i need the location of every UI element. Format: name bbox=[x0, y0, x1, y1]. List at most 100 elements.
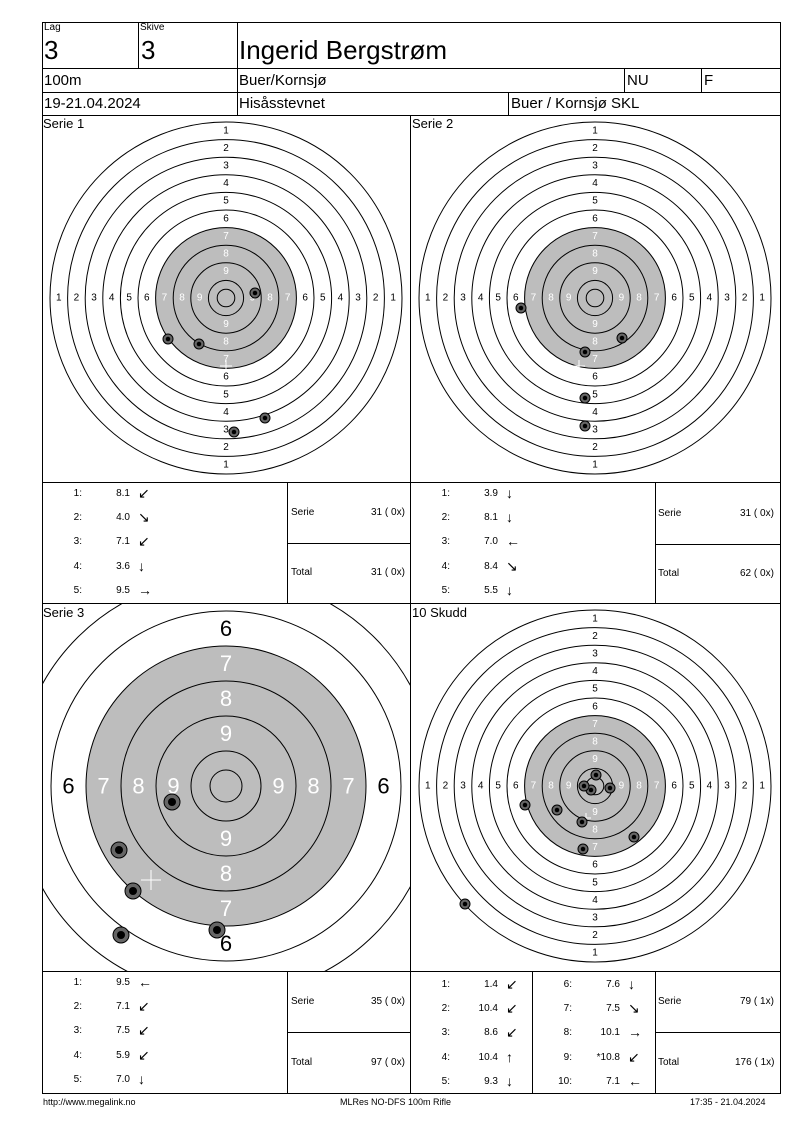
ring bbox=[418, 121, 772, 475]
shot-center bbox=[593, 772, 599, 778]
shot-row: 6:7.6↓ bbox=[544, 976, 664, 995]
ring-number: 5 bbox=[592, 389, 598, 400]
aiming-zone bbox=[155, 227, 297, 369]
total-value: 176 ( 1x) bbox=[735, 1057, 775, 1068]
panel-title-serie-3: Serie 3 bbox=[43, 605, 85, 620]
ring-number: 3 bbox=[223, 425, 229, 436]
total-label: Total bbox=[291, 1057, 313, 1068]
aiming-zone bbox=[524, 715, 666, 857]
shot-center bbox=[117, 931, 125, 939]
ring-number: 9 bbox=[592, 319, 598, 330]
shot-row: 4:8.4↘ bbox=[422, 557, 542, 577]
shot-row: 3:7.1↙ bbox=[54, 533, 174, 552]
shot-score: 9.5 bbox=[116, 977, 130, 988]
shot-score: 10.1 bbox=[600, 1027, 620, 1039]
ring bbox=[453, 644, 737, 928]
ring-number: 9 bbox=[592, 754, 598, 765]
distance: 100m bbox=[44, 72, 82, 89]
ring-number: 3 bbox=[91, 293, 97, 304]
shot-number: 6: bbox=[563, 979, 572, 990]
shot-row: 5:7.0↓ bbox=[54, 1071, 174, 1090]
ring bbox=[84, 156, 368, 440]
ring bbox=[85, 645, 367, 927]
shot-center bbox=[619, 335, 625, 341]
ring-number: 7 bbox=[592, 231, 598, 242]
dates: 19-21.04.2024 bbox=[44, 95, 141, 112]
ring-number: 1 bbox=[759, 293, 765, 304]
ring-number: 2 bbox=[223, 442, 229, 453]
shot-score: 8.4 bbox=[484, 560, 498, 572]
ring-number: 9 bbox=[197, 293, 203, 304]
ring-number: 7 bbox=[97, 774, 109, 799]
shot-row: 4:3.6↓ bbox=[54, 558, 174, 577]
shooter-name: Ingerid Bergstrøm bbox=[239, 35, 448, 65]
ring-number: 8 bbox=[307, 774, 319, 799]
ring-number: 6 bbox=[592, 860, 598, 871]
ring-number: 6 bbox=[144, 293, 150, 304]
ring-number: 6 bbox=[223, 372, 229, 383]
shot-score: 8.1 bbox=[116, 488, 130, 499]
ring-number: 3 bbox=[592, 425, 598, 436]
ring-number: 7 bbox=[654, 293, 660, 304]
direction-arrow-icon: ↘ bbox=[506, 557, 518, 574]
shot-number: 10: bbox=[558, 1075, 572, 1087]
ring bbox=[207, 279, 245, 317]
ring-number: 8 bbox=[132, 774, 144, 799]
ring-number: 9 bbox=[223, 266, 229, 277]
ring bbox=[49, 121, 403, 475]
total-label: Total bbox=[658, 568, 680, 579]
ring-number: 5 bbox=[689, 781, 695, 792]
ring-number: 9 bbox=[250, 293, 256, 304]
shot-row: 5:5.5↓ bbox=[422, 582, 542, 601]
ring-number: 5 bbox=[495, 781, 501, 792]
shot-center bbox=[165, 336, 171, 342]
inner-ten-ring bbox=[585, 288, 605, 308]
ring-number: 6 bbox=[592, 701, 598, 712]
shot-score: 3.6 bbox=[116, 560, 130, 572]
shot-score: 10.4 bbox=[478, 1051, 498, 1063]
shot-number: 1: bbox=[73, 977, 82, 988]
shot-score: 7.1 bbox=[116, 536, 130, 548]
club: Buer/Kornsjø bbox=[239, 72, 327, 89]
ring-number: 2 bbox=[74, 293, 80, 304]
skive-label: Skive bbox=[140, 22, 165, 33]
ring-number: 4 bbox=[223, 178, 229, 189]
ring-number: 6 bbox=[223, 213, 229, 224]
serie-label: Serie bbox=[291, 507, 315, 518]
ring-number: 8 bbox=[223, 337, 229, 348]
ring bbox=[506, 697, 684, 875]
shot-score: 1.4 bbox=[484, 979, 498, 990]
ring-number: 3 bbox=[724, 781, 730, 792]
ring-number: 5 bbox=[592, 196, 598, 207]
ring bbox=[155, 715, 297, 857]
shot-row: 4:10.4↑ bbox=[422, 1049, 542, 1068]
ring-number: 1 bbox=[56, 293, 62, 304]
ring-number: 6 bbox=[592, 372, 598, 383]
shot-score: 7.0 bbox=[484, 536, 498, 548]
shot-center bbox=[252, 290, 258, 296]
shot-score: 10.4 bbox=[478, 1003, 498, 1015]
ring-number: 9 bbox=[619, 781, 625, 792]
footer-url[interactable]: http://www.megalink.no bbox=[43, 1097, 136, 1107]
shot-score: 7.1 bbox=[116, 1001, 130, 1013]
ring-number: 4 bbox=[592, 895, 598, 906]
total-label: Total bbox=[658, 1057, 680, 1068]
ring-number: 4 bbox=[592, 666, 598, 677]
ring-number: 8 bbox=[592, 337, 598, 348]
shot-number: 2: bbox=[441, 512, 450, 524]
shot-number: 3: bbox=[73, 536, 82, 548]
ring-number: 6 bbox=[671, 781, 677, 792]
direction-arrow-icon: ↓ bbox=[506, 1072, 513, 1089]
ring bbox=[506, 209, 684, 387]
ring bbox=[67, 139, 385, 457]
shot-number: 5: bbox=[73, 1073, 82, 1085]
ring-number: 8 bbox=[636, 293, 642, 304]
ring bbox=[524, 227, 666, 369]
shot-score: 5.9 bbox=[116, 1049, 130, 1061]
shot-row: 3:7.0← bbox=[422, 533, 542, 552]
direction-arrow-icon: ↙ bbox=[138, 1022, 150, 1039]
ring-number: 6 bbox=[302, 293, 308, 304]
shot-score: 7.0 bbox=[116, 1073, 130, 1085]
serie-value: 35 ( 0x) bbox=[371, 996, 405, 1007]
shot-score: 9.5 bbox=[116, 584, 130, 596]
